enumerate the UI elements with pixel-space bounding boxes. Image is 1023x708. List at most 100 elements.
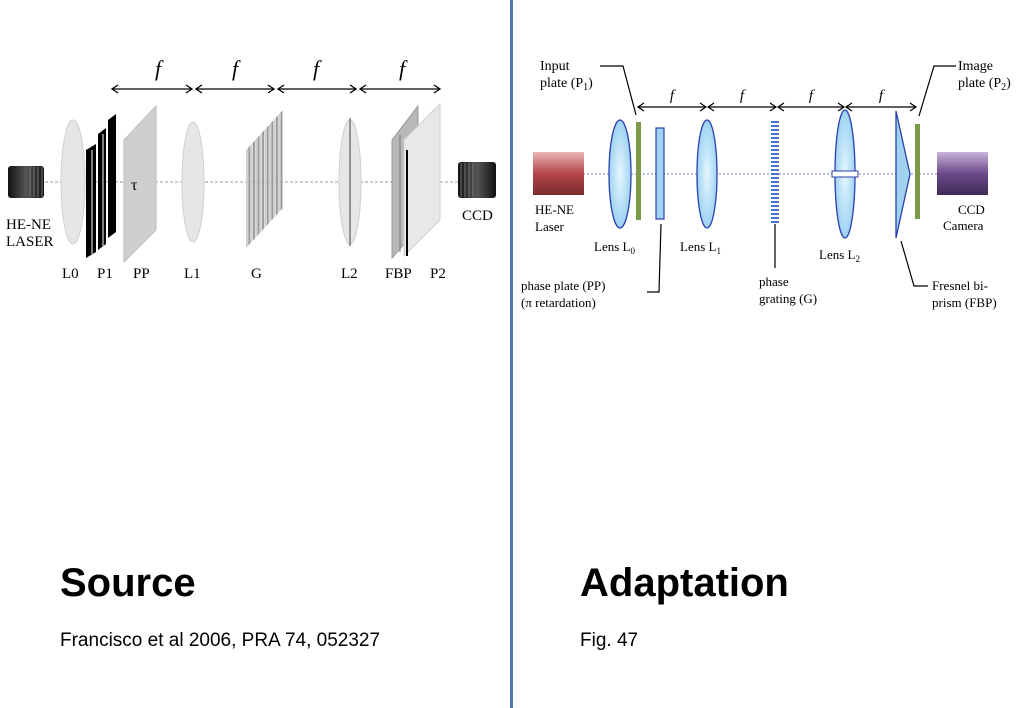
grating-label-line2: grating (G) (759, 291, 817, 306)
camera-label-line2: Camera (943, 218, 984, 233)
phase-grating-line (771, 141, 779, 143)
label-pp: PP (133, 266, 150, 282)
phase-grating-line (771, 221, 779, 223)
grating-strip (266, 125, 269, 226)
leader-lines (600, 65, 956, 293)
grating-strip (259, 133, 262, 233)
phase-plate-pp (123, 104, 157, 264)
lens-l0-label: Lens L0 (594, 239, 635, 256)
phase-grating-line (771, 137, 779, 139)
adaptation-diagram: f f f f HE-NE Laser CCD Camera (521, 59, 1011, 310)
lens-l2 (831, 109, 859, 239)
phase-grating-line (771, 133, 779, 135)
adapt-focal-label-2: f (740, 88, 746, 104)
phase-grating-line (771, 205, 779, 207)
grating-label-line1: phase (759, 274, 789, 289)
source-panel: f f f f HE-NE LASER τ (0, 0, 510, 708)
source-heading: Source (60, 561, 196, 605)
grating-strip (275, 115, 278, 216)
polarizer-p1 (86, 114, 116, 258)
focal-arrows (110, 84, 442, 94)
label-p1: P1 (97, 266, 113, 282)
adapt-focal-label-4: f (879, 88, 885, 104)
phase-grating-line (771, 189, 779, 191)
laser-label-line2: LASER (6, 234, 54, 250)
phase-plate-label-line2: (π retardation) (521, 295, 596, 310)
label-l1: L1 (184, 266, 201, 282)
grating-strip (273, 118, 276, 218)
tau-label: τ (131, 177, 138, 194)
lens-l2-label: Lens L2 (819, 247, 860, 264)
adapt-focal-arrows (636, 102, 918, 112)
lens-l1-label: Lens L1 (680, 239, 721, 256)
phase-grating-line (771, 149, 779, 151)
phase-grating-line (771, 125, 779, 127)
phase-grating-line (771, 165, 779, 167)
image-plate-p2 (915, 124, 920, 219)
source-diagram: f f f f HE-NE LASER τ (6, 56, 496, 282)
phase-grating-line (771, 181, 779, 183)
phase-grating-line (771, 193, 779, 195)
label-g: G (251, 266, 262, 282)
laser-label-line1: HE-NE (535, 202, 574, 217)
lens-l0 (608, 119, 632, 229)
adaptation-panel: f f f f HE-NE Laser CCD Camera (513, 0, 1023, 708)
label-l2: L2 (341, 266, 358, 282)
adaptation-figure-ref: Fig. 47 (580, 630, 639, 651)
phase-grating-line (771, 177, 779, 179)
laser-label-line2: Laser (535, 219, 565, 234)
phase-grating-line (771, 145, 779, 147)
lens-l1 (181, 121, 205, 243)
focal-label-2: f (232, 56, 241, 81)
input-plate-p1 (636, 122, 641, 220)
adapt-focal-label-1: f (670, 88, 676, 104)
lens-l1 (696, 119, 718, 229)
ccd-label: CCD (462, 208, 493, 224)
grating-strip (255, 138, 258, 238)
grating-strip (262, 130, 265, 231)
phase-grating-line (771, 213, 779, 215)
camera-label-line1: CCD (958, 202, 985, 217)
label-l0: L0 (62, 266, 79, 282)
phase-grating-line (771, 173, 779, 175)
polarizer-p2 (403, 102, 441, 258)
image-plate-label-line2: plate (P2) (958, 76, 1011, 93)
fresnel-label-line2: prism (FBP) (932, 295, 997, 310)
adaptation-heading: Adaptation (580, 561, 789, 605)
grating-strip (257, 135, 260, 236)
grating-strip (264, 128, 267, 228)
phase-grating-line (771, 217, 779, 219)
grating-strip (252, 140, 255, 241)
grating-strip (280, 110, 283, 211)
fresnel-biprism (895, 110, 911, 239)
laser-source (8, 166, 44, 198)
phase-plate-pp (655, 127, 665, 220)
panel-divider (510, 0, 513, 708)
grating-strip (269, 123, 271, 223)
fresnel-label-line1: Fresnel bi- (932, 278, 988, 293)
input-plate-label-line2: plate (P1) (540, 76, 593, 93)
laser-source (533, 152, 584, 195)
phase-grating-line (771, 201, 779, 203)
input-plate-label-line1: Input (540, 59, 570, 74)
label-p2: P2 (430, 266, 446, 282)
phase-grating-line (771, 157, 779, 159)
phase-grating-line (771, 153, 779, 155)
phase-plate-label-line1: phase plate (PP) (521, 278, 605, 293)
phase-grating-line (771, 161, 779, 163)
grating-strip (246, 148, 248, 248)
phase-grating-line (771, 209, 779, 211)
grating-strip (250, 143, 253, 243)
image-plate-label-line1: Image (958, 59, 993, 74)
phase-grating-line (771, 169, 779, 171)
laser-label-line1: HE-NE (6, 217, 51, 233)
adapt-focal-label-3: f (809, 88, 815, 104)
focal-label-4: f (399, 56, 408, 81)
phase-grating (771, 121, 779, 223)
lens-l0 (60, 119, 86, 245)
phase-grating-line (771, 129, 779, 131)
focal-label-3: f (313, 56, 322, 81)
phase-grating-line (771, 121, 779, 123)
ccd-camera (458, 162, 496, 198)
ccd-camera (937, 152, 988, 195)
